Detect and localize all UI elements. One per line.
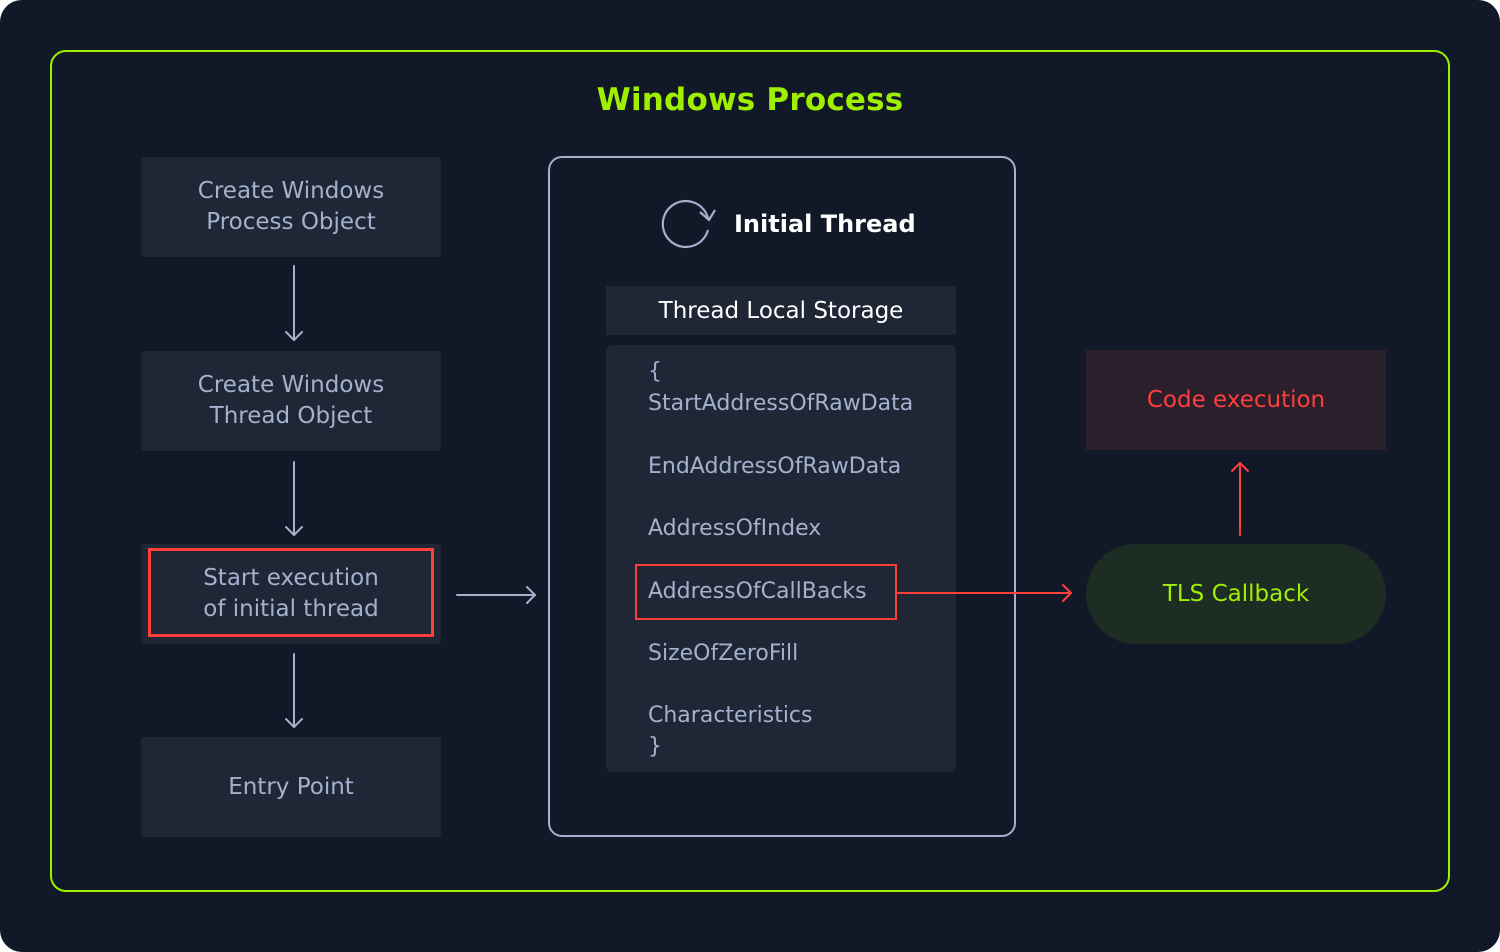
step-entry-point: Entry Point [141,737,441,837]
tls-callback-node: TLS Callback [1086,544,1386,644]
callbacks-highlight-box [635,564,897,620]
step-label: Entry Point [228,773,354,800]
initial-thread-title: Initial Thread [734,210,916,238]
arrow-down-3 [285,653,303,728]
step-start-initial-thread: Start execution of initial thread [141,544,441,644]
step-label-line2: Thread Object [209,403,373,429]
code-execution-label: Code execution [1146,387,1326,413]
open-brace: { [648,359,662,384]
step-label-line1: Create Windows [197,178,385,204]
tls-callback-label: TLS Callback [1162,581,1310,607]
step-create-thread-object: Create Windows Thread Object [141,351,441,451]
field-end-address-of-raw-data: EndAddressOfRawData [648,454,902,479]
step-create-process-object: Create Windows Process Object [141,157,441,257]
arrow-to-tls-callback [896,584,1072,602]
field-start-address-of-raw-data: StartAddressOfRawData [648,391,914,416]
initial-thread-container [548,156,1016,837]
tls-directory-fields [606,345,956,772]
arrow-up-to-code-execution [1231,462,1249,536]
step-label-line1: Create Windows [197,372,385,398]
step-label-line2: of initial thread [203,596,379,622]
field-address-of-index: AddressOfIndex [648,516,822,541]
arrow-right-to-thread [456,586,536,604]
arrow-down-2 [285,461,303,536]
step-label-line2: Process Object [206,209,376,235]
field-characteristics: Characteristics [648,703,813,728]
thread-local-storage-title: Thread Local Storage [606,286,956,335]
initial-thread-header: Initial Thread [660,196,916,252]
windows-process-frame [50,50,1450,892]
field-address-of-callbacks: AddressOfCallBacks [648,579,867,604]
field-size-of-zero-fill: SizeOfZeroFill [648,641,799,666]
code-execution-box: Code execution [1086,350,1386,450]
close-brace: } [648,734,662,759]
arrow-down-1 [285,265,303,341]
highlight-box [148,548,434,637]
step-label-line1: Start execution [203,565,379,591]
diagram-title: Windows Process [596,82,904,118]
refresh-cycle-icon [661,199,716,249]
